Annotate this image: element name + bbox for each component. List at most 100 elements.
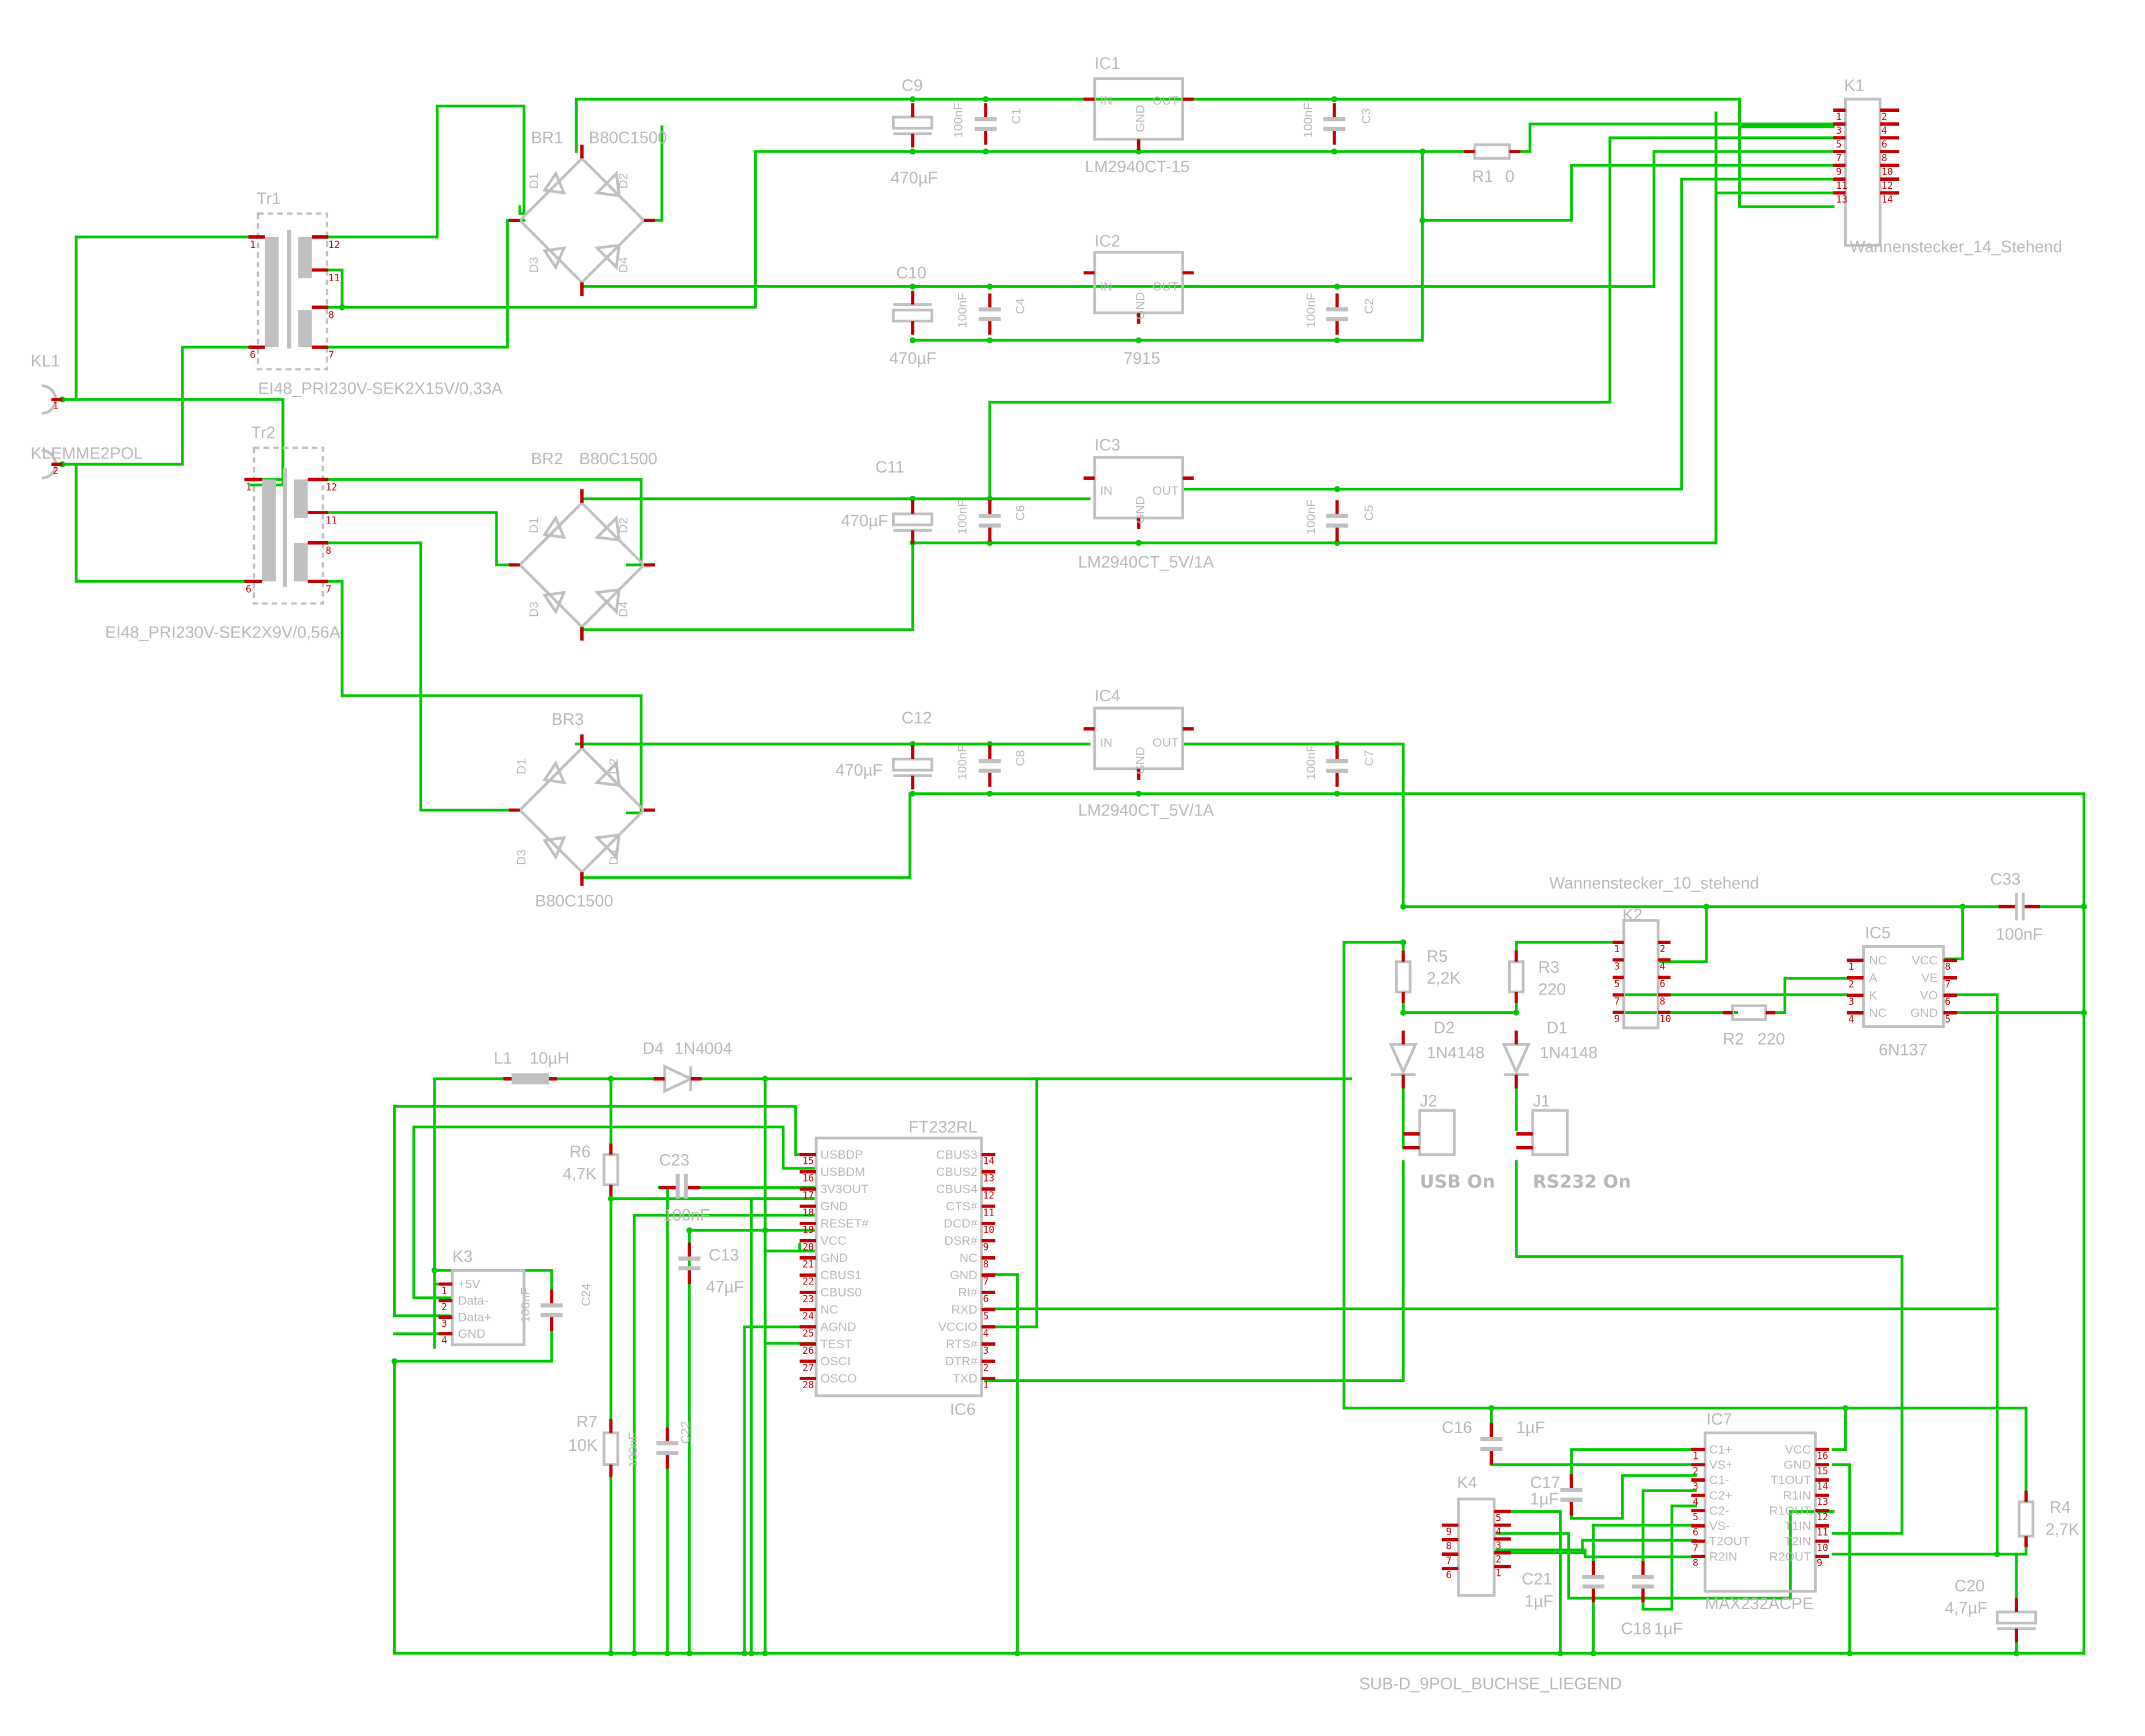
capacitor-c17[interactable]: C17 1µF [1530, 1474, 1582, 1516]
pin-label: IN [1100, 483, 1113, 498]
tr1-pin: 6 [250, 349, 255, 360]
connector-k1[interactable]: K1 Wannenstecker_14_Stehend [1844, 76, 2062, 256]
k3-pin-label: Data+ [458, 1310, 491, 1324]
resistor-r1[interactable]: R1 0 [1464, 143, 1520, 186]
diode-d1[interactable]: D1 1N4148 [1502, 1019, 1597, 1089]
k3-pin-label: Data- [458, 1294, 488, 1308]
pin-label: OUT [1153, 735, 1179, 749]
capacitor-c1[interactable]: 100nF C1 [951, 103, 1023, 145]
transformer-tr2[interactable]: Tr2 EI48_PRI230V-SEK2X9V/0,56A 1 6 12 11… [105, 424, 341, 642]
k4-pin-number: 1 [1496, 1567, 1502, 1579]
ic6-pin-number: 17 [802, 1190, 814, 1201]
ic7-pin-number: 1 [1693, 1450, 1698, 1461]
capacitor-c20[interactable]: C20 4,7µF [1945, 1577, 2035, 1642]
ic7-pin-number: 4 [1693, 1496, 1698, 1507]
ic7-pin-label: GND [1783, 1457, 1811, 1471]
ic7-pin-label: C2- [1709, 1503, 1729, 1517]
capacitor-c13[interactable]: C13 47µF [678, 1243, 744, 1296]
c9-value: 470µF [891, 169, 938, 187]
r5-name: R5 [1427, 947, 1448, 966]
capacitor-c10[interactable]: C10 470µF [889, 264, 936, 368]
diode-d4[interactable]: D4 1N4004 [642, 1040, 732, 1094]
diode-d2[interactable]: D2 1N4148 [1388, 1019, 1484, 1089]
capacitor-c8[interactable]: 100nF C8 [955, 745, 1027, 787]
capacitor-c9[interactable]: C9 470µF [891, 76, 938, 187]
bridge-br3[interactable]: BR3 B80C1500 D1 D2 D3 D4 [509, 710, 655, 911]
bridge-br1[interactable]: BR1 B80C1500 D1 D2 D3 D4 [509, 129, 667, 296]
terminal-kl1[interactable]: KL1 1 2 KLEMME2POL [31, 352, 143, 480]
ic6-pin-number: 13 [983, 1172, 994, 1184]
capacitor-c33[interactable]: C33 100nF [1990, 870, 2042, 943]
capacitor-c18[interactable]: C18 1µF [1621, 1561, 1683, 1638]
ic2-name: IC2 [1095, 232, 1120, 251]
j2-name: J2 [1420, 1092, 1437, 1110]
k3-pin-number: 3 [441, 1318, 447, 1329]
kl1-pin: 1 [53, 400, 59, 411]
tr2-pin: 11 [325, 514, 337, 526]
inductor-l1[interactable]: L1 10µH [494, 1049, 569, 1085]
l1-name: L1 [494, 1049, 512, 1067]
capacitor-c6[interactable]: 100nF C6 [955, 499, 1027, 541]
c9-name: C9 [902, 76, 923, 95]
c21-name: C21 [1522, 1570, 1552, 1589]
pin-label: GND [1132, 496, 1147, 523]
ic6-ft232rl[interactable]: FT232RL IC6 [814, 1118, 983, 1419]
bridge-br2[interactable]: BR2 B80C1500 D1 D2 D3 D4 [509, 450, 658, 640]
capacitor-c24[interactable]: C24 100nF [518, 1283, 594, 1331]
capacitor-c3[interactable]: 100nF C3 [1301, 103, 1373, 145]
c13-name: C13 [709, 1246, 739, 1265]
regulator-ic1[interactable]: IC1 LM2940CT-15 IN OUT GND [1084, 55, 1194, 176]
capacitor-c23[interactable]: C23 100nF [659, 1151, 710, 1225]
resistor-r2[interactable]: R2 220 [1723, 1004, 1785, 1048]
connector-k2[interactable]: K2 Wannenstecker_10_stehend [1549, 875, 1759, 1030]
capacitor-c16[interactable]: C16 1µF [1442, 1419, 1545, 1465]
jumper-j1[interactable]: J1 RS232 On [1516, 1092, 1631, 1193]
wires [61, 98, 2086, 1655]
diode-label: D3 [526, 601, 541, 617]
tr1-pin: 12 [328, 239, 340, 250]
kl1-pin: 2 [53, 465, 59, 476]
regulator-ic3[interactable]: IC3 LM2940CT_5V/1A IN OUT GND [1078, 436, 1215, 572]
k1-pin-number: 8 [1882, 152, 1887, 164]
ic7-pin-number: 10 [1817, 1541, 1828, 1553]
pin-label: IN [1100, 93, 1113, 107]
ic6-pin-label: RI# [958, 1285, 978, 1299]
k2-pin-number: 1 [1614, 943, 1620, 954]
ic6-pin-label: TXD [953, 1371, 978, 1385]
k2-pin-number: 2 [1659, 943, 1665, 954]
capacitor-c22[interactable]: 100nF C22 [626, 1421, 692, 1469]
subd-connector-k4[interactable]: K4 SUB-D_9POL_BUCHSE_LIEGEND [1359, 1474, 1622, 1694]
capacitor-c7[interactable]: 100nF C7 [1304, 745, 1376, 787]
tr2-pin: 7 [325, 583, 331, 595]
capacitor-c21[interactable]: C21 1µF [1522, 1561, 1604, 1610]
capacitor-c4[interactable]: 100nF C4 [955, 293, 1027, 335]
capacitor-c2[interactable]: 100nF C2 [1304, 293, 1376, 335]
resistor-r4[interactable]: R4 2,7K [2018, 1490, 2080, 1548]
ic6-pin-number: 28 [802, 1379, 814, 1391]
ic6-pin-number: 16 [802, 1172, 814, 1184]
tr1-value: EI48_PRI230V-SEK2X15V/0,33A [258, 380, 503, 398]
c13-value: 47µF [706, 1278, 744, 1296]
capacitor-c5[interactable]: 100nF C5 [1304, 499, 1376, 541]
ic5-pin-label: VCC [1912, 953, 1938, 968]
resistor-r6[interactable]: R6 4,7K [563, 1143, 619, 1196]
resistor-r5[interactable]: R5 2,2K [1395, 947, 1461, 1003]
diode-label: D3 [514, 849, 528, 865]
ic6-pin-number: 26 [802, 1345, 814, 1356]
capacitor-c12[interactable]: C12 470µF [836, 709, 932, 789]
regulator-ic2[interactable]: IC2 7915 IN OUT GND [1084, 232, 1194, 368]
jumper-j2[interactable]: J2 USB On [1403, 1092, 1495, 1193]
c12-name: C12 [902, 709, 932, 727]
ic6-pin-number: 8 [983, 1259, 988, 1270]
ic7-pin-label: VCC [1785, 1442, 1812, 1457]
resistor-r3[interactable]: R3 220 [1508, 950, 1566, 1003]
ic7-pin-number: 12 [1817, 1511, 1828, 1523]
ic6-pin-number: 24 [802, 1310, 814, 1322]
transformer-tr1[interactable]: Tr1 EI48_PRI230V-SEK2X15V/0,33A 1 6 12 1… [248, 189, 503, 398]
resistor-r7[interactable]: R7 10K [568, 1413, 619, 1477]
regulator-ic4[interactable]: IC4 LM2940CT_5V/1A IN OUT GND [1078, 687, 1215, 820]
usb-connector-k3[interactable]: K3 [451, 1248, 526, 1346]
capacitor-c11[interactable]: C11 470µF [841, 458, 932, 544]
optocoupler-ic5[interactable]: IC5 6N137 [1862, 924, 1945, 1059]
